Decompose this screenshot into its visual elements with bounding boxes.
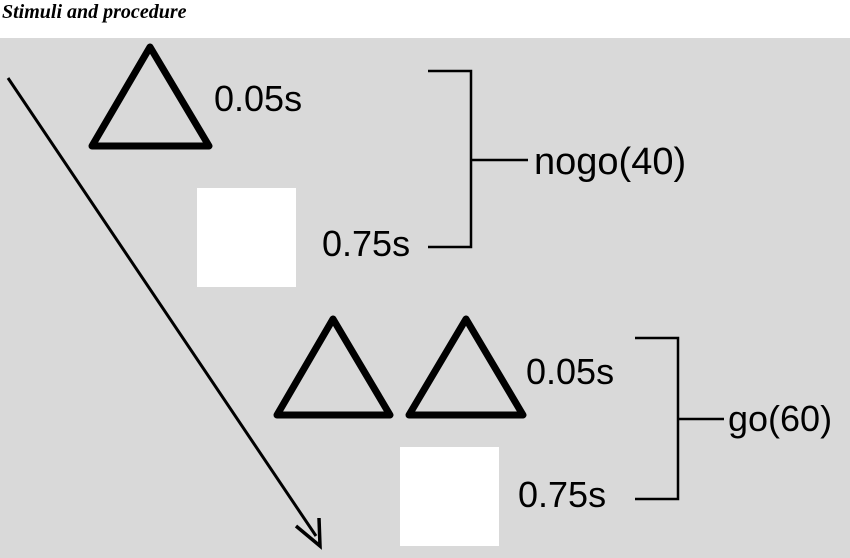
go-blank-square bbox=[400, 447, 499, 546]
nogo-stimulus-duration: 0.05s bbox=[214, 78, 302, 119]
time-arrow-icon bbox=[6, 77, 322, 550]
go-triangle-right-icon bbox=[405, 315, 527, 419]
nogo-blank-square bbox=[197, 188, 296, 287]
procedure-diagram: 0.05s 0.75s nogo(40) 0.05s 0.75s go(60) bbox=[0, 38, 850, 558]
go-blank-duration: 0.75s bbox=[518, 474, 606, 515]
figure-heading: Stimuli and procedure bbox=[2, 1, 187, 23]
nogo-label: nogo(40) bbox=[534, 141, 686, 183]
nogo-bracket bbox=[428, 69, 528, 249]
go-label: go(60) bbox=[728, 398, 832, 439]
go-triangle-left-icon bbox=[273, 315, 394, 419]
nogo-blank-duration: 0.75s bbox=[322, 223, 410, 264]
nogo-triangle-icon bbox=[88, 43, 213, 150]
go-bracket bbox=[635, 336, 724, 501]
go-stimulus-duration: 0.05s bbox=[526, 351, 614, 392]
